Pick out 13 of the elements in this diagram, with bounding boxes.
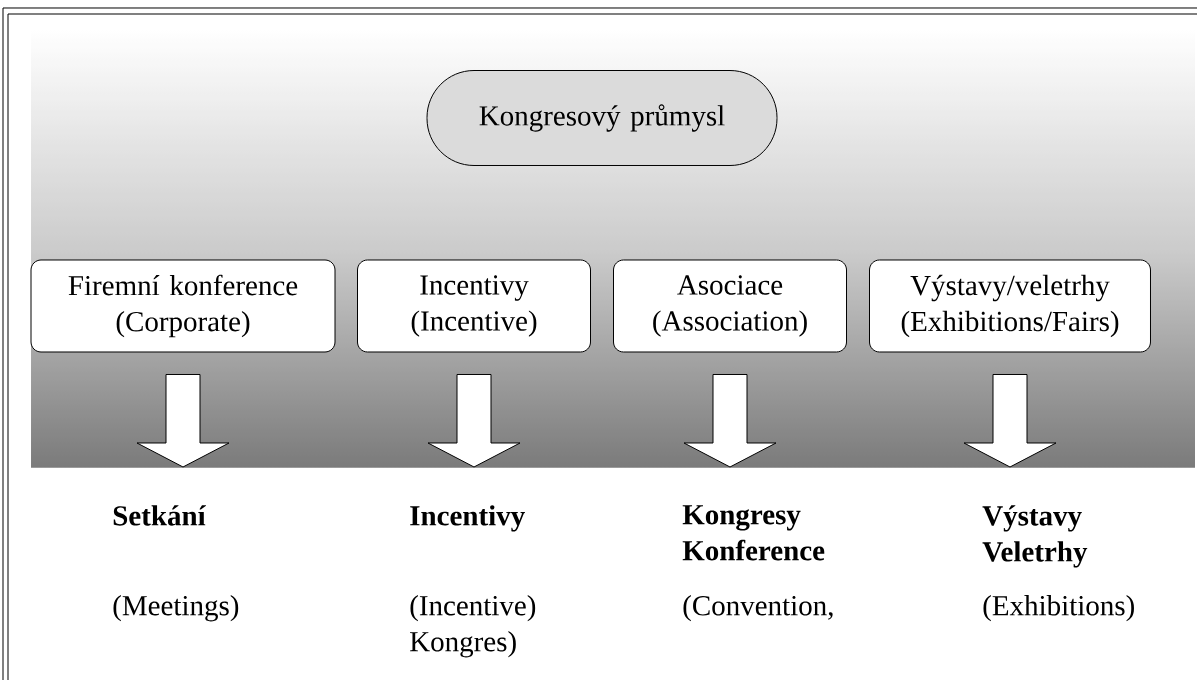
category-box: Incentivy (Incentive) <box>357 259 591 353</box>
category-label: Výstavy Veletrhy (Exhibitions) <box>982 505 1134 622</box>
category-label: Kongresy Konference (Convention, <box>682 505 833 622</box>
category-box: Firemní konference (Corporate) <box>30 259 336 353</box>
block-arrow <box>136 374 230 468</box>
category-box: Výstavy/veletrhy (Exhibitions/Fairs) <box>869 259 1151 353</box>
block-arrow <box>963 374 1057 468</box>
category-box: Asociace (Association) <box>613 259 847 353</box>
category-label: Incentivy (Incentive) Kongres) <box>410 505 536 658</box>
category-label: Setkání (Meetings) <box>113 505 239 622</box>
block-arrow <box>683 374 777 468</box>
rounded-pill: Kongresový průmysl <box>426 70 778 166</box>
block-arrow <box>427 374 521 468</box>
